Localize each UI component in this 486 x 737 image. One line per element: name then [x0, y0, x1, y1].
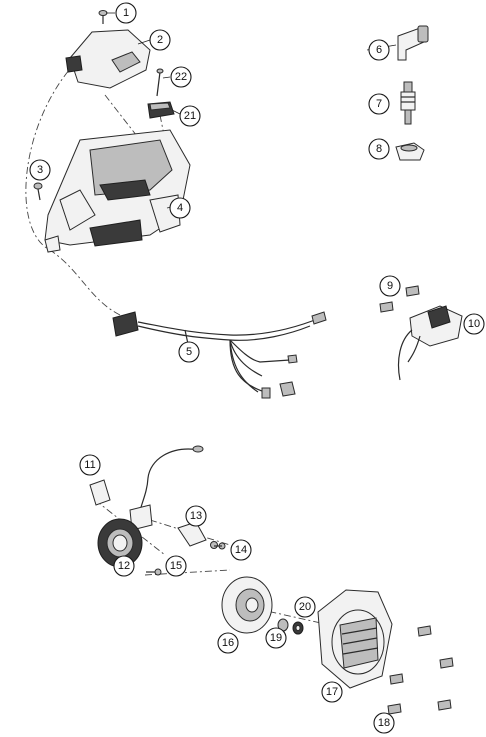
callout-7-number: 7: [376, 98, 382, 110]
callout-20: 20: [294, 596, 316, 618]
callout-1: 1: [115, 2, 137, 24]
wiring-harness-part-5: [112, 311, 327, 399]
callout-3-number: 3: [37, 164, 43, 176]
callout-15: 15: [165, 555, 187, 577]
callout-16: 16: [217, 632, 239, 654]
callout-17: 17: [321, 681, 343, 703]
screw-part-3: [33, 182, 43, 201]
nut-part-20: [292, 621, 304, 635]
callout-11-number: 11: [84, 459, 95, 471]
screw-part-18: [387, 625, 454, 715]
callout-6-number: 6: [376, 44, 382, 56]
callout-4: 4: [169, 197, 191, 219]
callout-1-number: 1: [123, 7, 129, 19]
callout-12-number: 12: [118, 560, 130, 572]
callout-2-number: 2: [157, 34, 163, 46]
screw-part-1: [98, 10, 108, 24]
callout-9-number: 9: [387, 280, 393, 292]
cover-part-17: [317, 589, 393, 689]
screw-part-9: [379, 285, 420, 313]
cable-part-11: [89, 445, 204, 531]
callout-3: 3: [29, 159, 51, 181]
connector-part-21: [147, 101, 175, 119]
stator-part-12: [97, 518, 143, 568]
callout-13-number: 13: [190, 510, 202, 522]
callout-10: 10: [463, 313, 485, 335]
callout-21-number: 21: [184, 110, 196, 122]
callout-13: 13: [185, 505, 207, 527]
callout-6: 6: [368, 39, 390, 61]
seal-ring-part-8: [395, 142, 425, 161]
holder-part-4: [44, 129, 191, 253]
callout-8: 8: [368, 138, 390, 160]
callout-14: 14: [230, 539, 252, 561]
callout-5-number: 5: [186, 346, 192, 358]
callout-10-number: 10: [468, 318, 480, 330]
spark-plug-part-7: [400, 81, 416, 125]
callout-19-number: 19: [270, 632, 282, 644]
callout-16-number: 16: [222, 637, 234, 649]
callout-9: 9: [379, 275, 401, 297]
callout-22-number: 22: [175, 71, 187, 83]
callout-22: 22: [170, 66, 192, 88]
callout-14-number: 14: [235, 544, 247, 556]
callout-20-number: 20: [299, 601, 311, 613]
callout-8-number: 8: [376, 143, 382, 155]
callout-12: 12: [113, 555, 135, 577]
screw-part-14: [214, 542, 226, 550]
callout-19: 19: [265, 627, 287, 649]
callout-5: 5: [178, 341, 200, 363]
callout-7: 7: [368, 93, 390, 115]
callout-18: 18: [373, 712, 395, 734]
ignition-coil-part-10: [397, 305, 463, 381]
screw-part-22: [156, 68, 164, 97]
callout-4-number: 4: [177, 202, 183, 214]
cover-part-2: [65, 29, 151, 89]
callout-18-number: 18: [378, 717, 390, 729]
callout-17-number: 17: [326, 686, 338, 698]
callout-15-number: 15: [170, 560, 182, 572]
callout-21: 21: [179, 105, 201, 127]
callout-11: 11: [79, 454, 101, 476]
rotor-part-16: [221, 576, 273, 634]
callout-2: 2: [149, 29, 171, 51]
plug-cap-part-6: [397, 25, 429, 61]
